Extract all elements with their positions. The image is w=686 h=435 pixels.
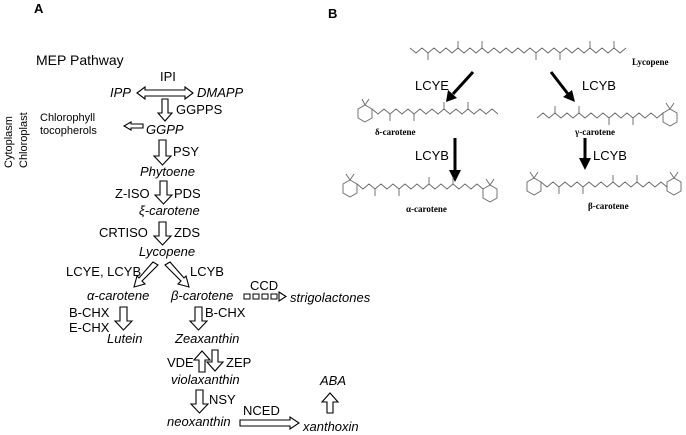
zeaxanthin-label: Zeaxanthin bbox=[174, 331, 239, 346]
lycopene-structure bbox=[409, 41, 627, 60]
ccd-label: CCD bbox=[250, 278, 278, 293]
alpha-carotene-label-b: α-carotene bbox=[406, 204, 447, 214]
lcyb-right-label: LCYB bbox=[593, 148, 627, 163]
gamma-carotene-structure bbox=[536, 102, 678, 127]
panel-b-label: B bbox=[328, 6, 337, 21]
beta-carotene-label-b: β-carotene bbox=[588, 201, 629, 211]
crtiso-label: CRTISO bbox=[99, 225, 148, 240]
chloroplast-label: Chloroplast bbox=[18, 112, 30, 168]
arrow-to-neoxanthin bbox=[189, 389, 210, 414]
vde-label: VDE bbox=[167, 355, 194, 370]
arrow-head-beta bbox=[579, 158, 591, 170]
arrow-to-xanthoxin bbox=[239, 415, 300, 431]
ipp-dmapp-double-arrow bbox=[136, 85, 194, 101]
zds-label: ZDS bbox=[174, 225, 200, 240]
gamma-carotene-label: γ-carotene bbox=[574, 127, 615, 137]
cytoplasm-label: Cytoplasm bbox=[3, 116, 15, 168]
nsy-label: NSY bbox=[209, 392, 236, 407]
violaxanthin-label: violaxanthin bbox=[171, 372, 240, 387]
arrow-to-ggpp bbox=[156, 98, 174, 122]
arrow-to-chlorophyll bbox=[122, 121, 144, 131]
panel-a-label: A bbox=[34, 1, 44, 16]
arrow-to-phytoene bbox=[152, 139, 173, 166]
arrow-to-alpha-carotene bbox=[133, 261, 159, 288]
zep-label: ZEP bbox=[226, 355, 251, 370]
lcye-lcyb-label: LCYE, LCYB bbox=[66, 264, 141, 279]
lutein-label: Lutein bbox=[107, 331, 142, 346]
chlorophyll-label: Chlorophyll bbox=[40, 112, 95, 124]
arrow-to-delta-carotene bbox=[451, 70, 475, 96]
arrow-down-zep bbox=[205, 349, 225, 372]
arrow-to-aba bbox=[320, 392, 340, 414]
alpha-carotene-label-a: α-carotene bbox=[87, 288, 149, 303]
phytoene-label: Phytoene bbox=[140, 164, 195, 179]
echx-label: E-CHX bbox=[69, 320, 110, 335]
arrow-to-zeaxanthin bbox=[188, 306, 209, 331]
arrow-to-lycopene bbox=[152, 221, 173, 246]
ziso-label: Z-ISO bbox=[115, 186, 150, 201]
lcyb-label-a: LCYB bbox=[190, 264, 224, 279]
aba-label: ABA bbox=[319, 373, 346, 388]
ipp-label: IPP bbox=[110, 85, 131, 100]
beta-carotene-label-a: β-carotene bbox=[170, 288, 233, 303]
arrow-head-alpha bbox=[449, 170, 461, 182]
ggpp-label: GGPP bbox=[146, 122, 184, 137]
lycopene-label-b: Lycopene bbox=[632, 57, 669, 67]
arrow-head-delta bbox=[446, 90, 457, 102]
arrow-up-vde bbox=[192, 350, 212, 373]
arrow-to-beta-carotene bbox=[164, 261, 190, 288]
xanthoxin-label: xanthoxin bbox=[302, 419, 359, 434]
lcyb-top-label: LCYB bbox=[582, 78, 616, 93]
delta-carotene-structure bbox=[357, 98, 499, 123]
dmapp-label: DMAPP bbox=[197, 85, 244, 100]
strigolactones-label: strigolactones bbox=[290, 290, 371, 305]
neoxanthin-label: neoxanthin bbox=[167, 414, 231, 429]
psy-label: PSY bbox=[173, 144, 199, 159]
ccd-dashed-arrow bbox=[243, 290, 288, 303]
lcyb-left-label: LCYB bbox=[415, 148, 449, 163]
nced-label: NCED bbox=[243, 403, 280, 418]
tocopherols-label: tocopherols bbox=[40, 125, 97, 137]
arrow-head-gamma bbox=[563, 90, 575, 102]
arrow-to-lutein bbox=[113, 306, 134, 331]
bchx-label-2: B-CHX bbox=[205, 305, 246, 320]
mep-pathway-title: MEP Pathway bbox=[36, 52, 124, 68]
zeta-carotene-label: ξ-carotene bbox=[139, 203, 200, 218]
pds-label: PDS bbox=[174, 186, 201, 201]
beta-carotene-structure bbox=[526, 171, 682, 196]
delta-carotene-label: δ-carotene bbox=[375, 127, 416, 137]
lycopene-label: Lycopene bbox=[139, 244, 195, 259]
arrow-to-gamma-carotene bbox=[549, 71, 570, 95]
bchx-label: B-CHX bbox=[69, 305, 110, 320]
arrow-to-zeta-carotene bbox=[153, 180, 174, 205]
ipi-label: IPI bbox=[160, 69, 176, 84]
lcye-label-b: LCYE bbox=[415, 78, 449, 93]
ggpps-label: GGPPS bbox=[176, 102, 223, 117]
alpha-carotene-structure bbox=[342, 173, 498, 203]
